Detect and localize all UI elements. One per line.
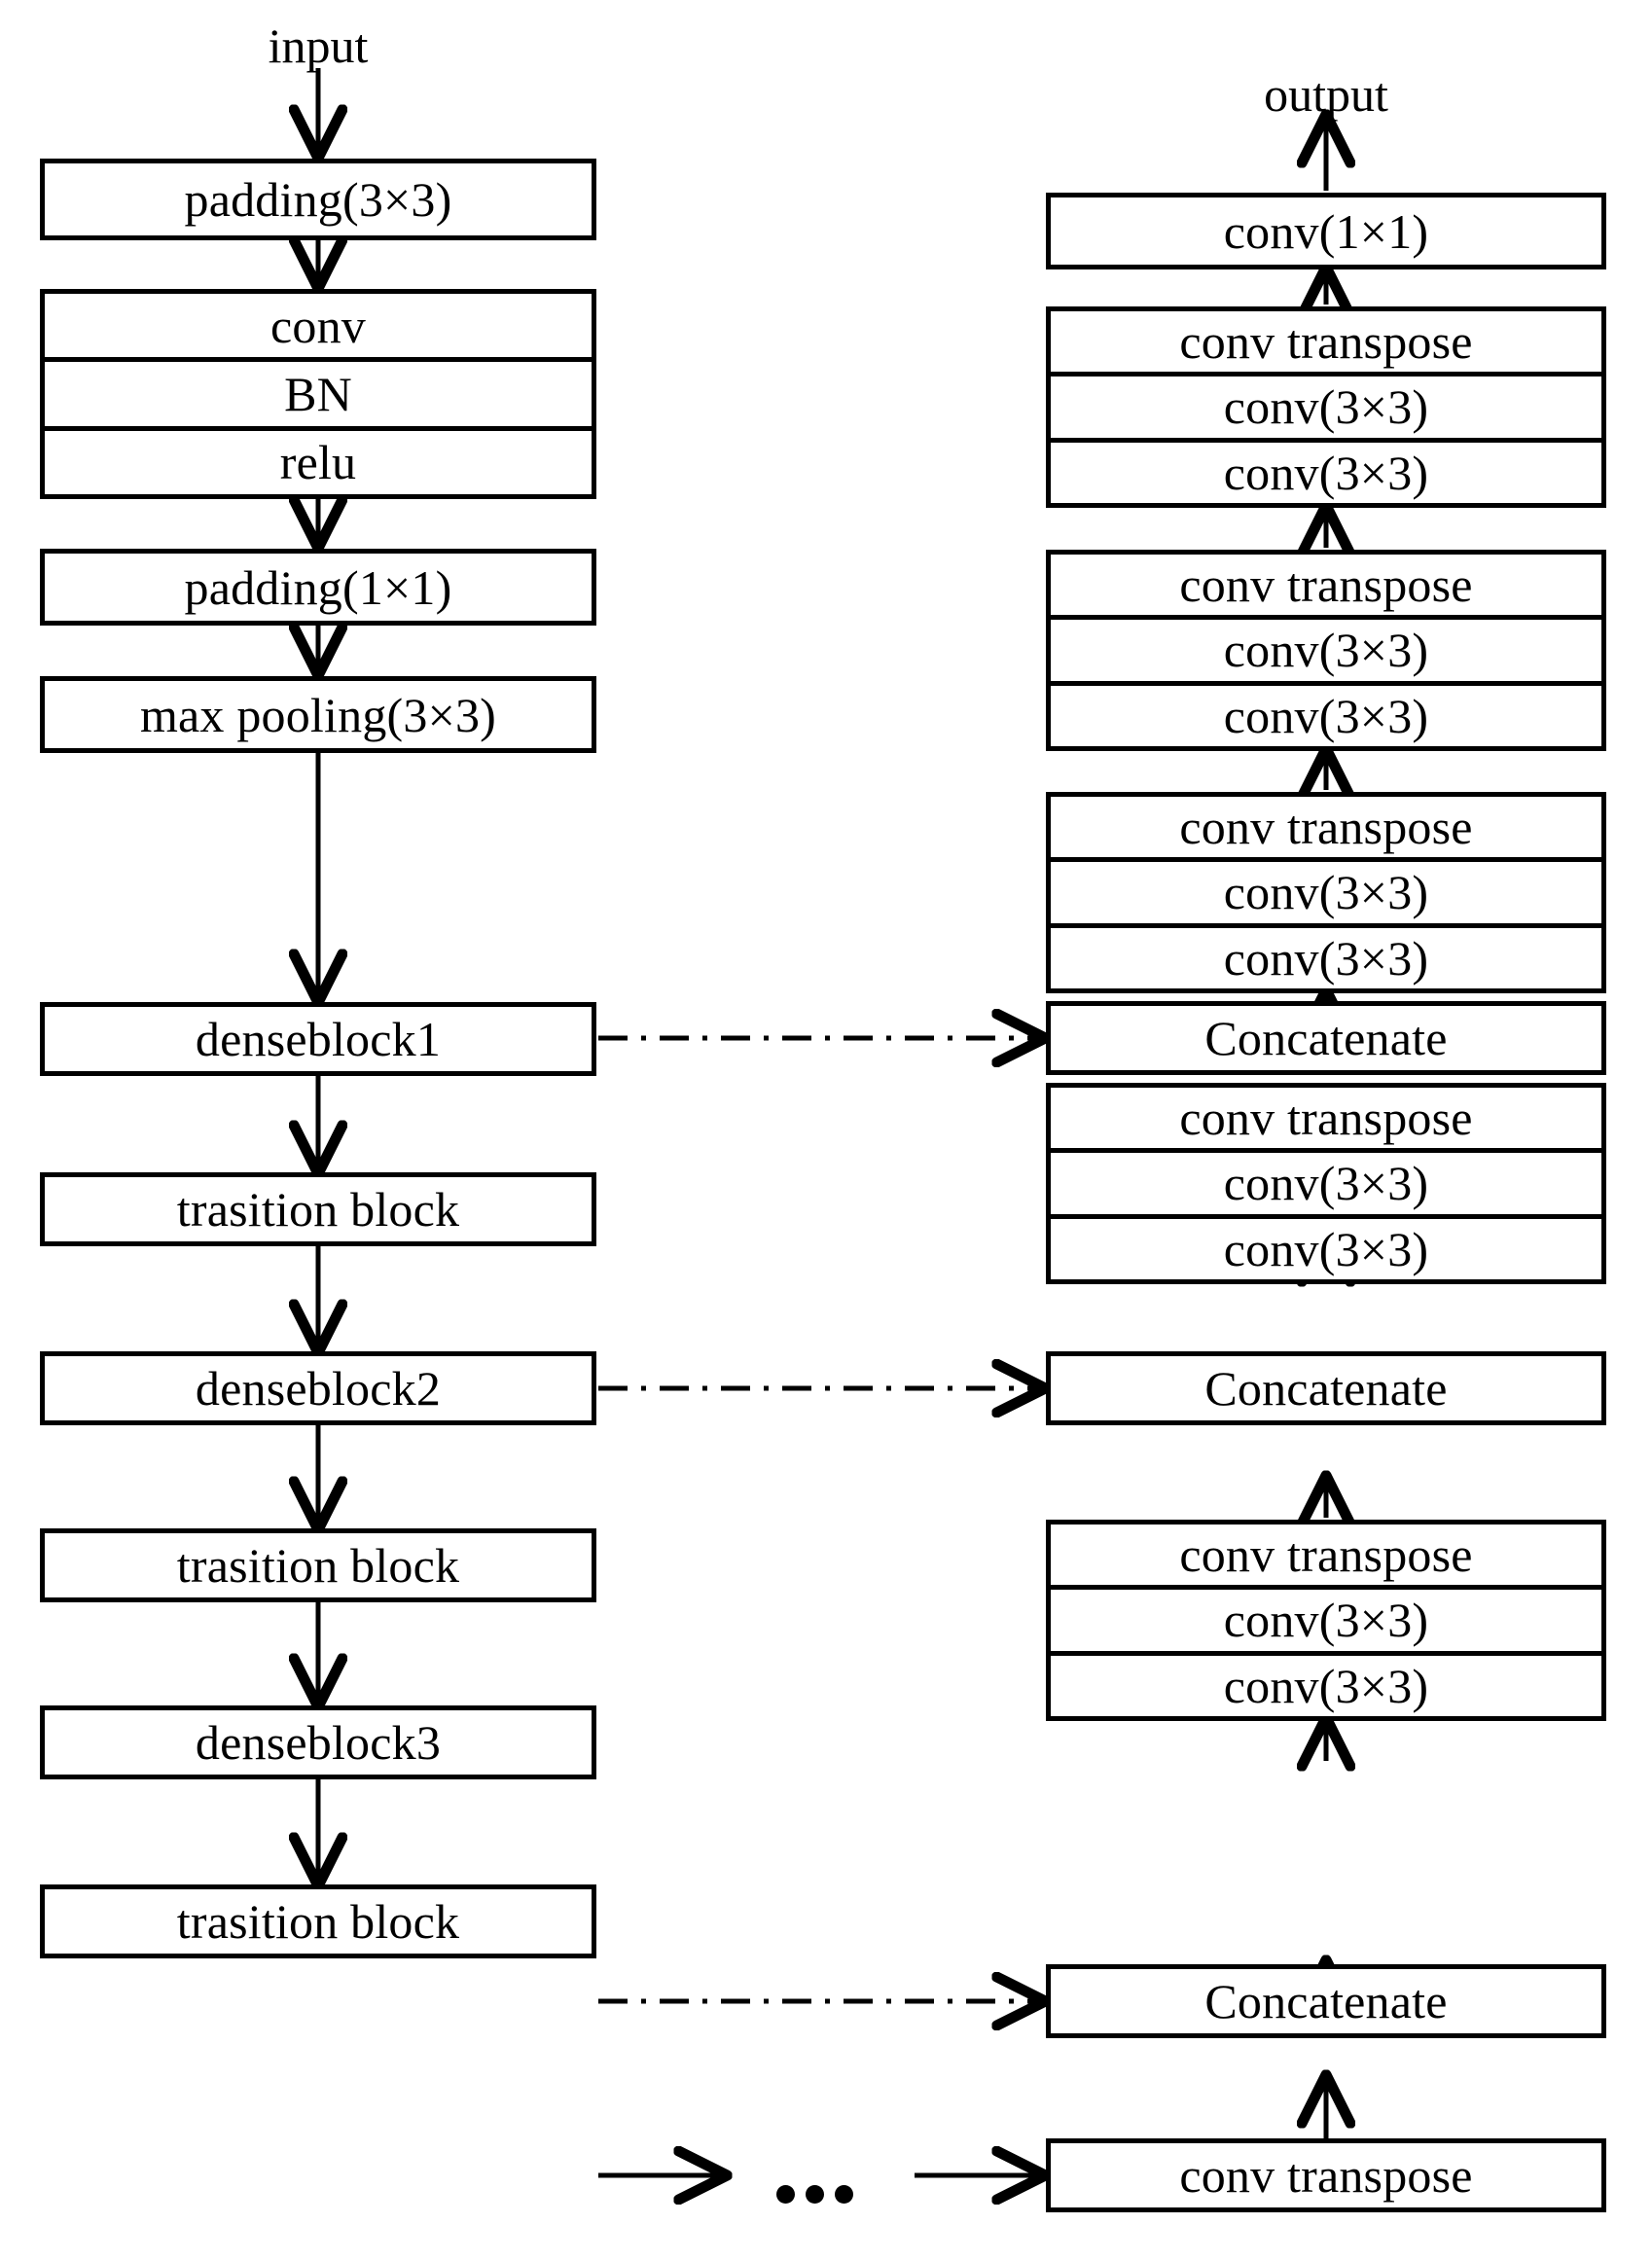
node-label: denseblock3 xyxy=(195,1715,442,1770)
node-trasition-block-3[interactable]: trasition block xyxy=(40,1884,596,1958)
node-concatenate-3[interactable]: Concatenate xyxy=(1046,1964,1606,2038)
node-denseblock1[interactable]: denseblock1 xyxy=(40,1002,596,1076)
sub-node-conv-3x3-a[interactable]: conv(3×3) xyxy=(1051,372,1601,437)
sub-node-conv-transpose[interactable]: conv transpose xyxy=(1051,1088,1601,1148)
dot-2 xyxy=(806,2185,824,2204)
node-label: padding(3×3) xyxy=(184,172,452,227)
node-label: trasition block xyxy=(176,1538,460,1593)
node-denseblock3[interactable]: denseblock3 xyxy=(40,1705,596,1779)
node-padding-3x3[interactable]: padding(3×3) xyxy=(40,159,596,240)
node-label: conv(1×1) xyxy=(1223,203,1429,259)
node-label: Concatenate xyxy=(1204,1011,1448,1065)
node-padding-1x1[interactable]: padding(1×1) xyxy=(40,549,596,626)
node-label: conv transpose xyxy=(1179,1091,1473,1146)
node-concatenate-2[interactable]: Concatenate xyxy=(1046,1351,1606,1425)
node-label: conv transpose xyxy=(1179,557,1473,613)
node-label: conv(3×3) xyxy=(1223,865,1429,920)
node-label: trasition block xyxy=(176,1182,460,1237)
node-label: conv transpose xyxy=(1179,314,1473,370)
input-label: input xyxy=(268,18,369,73)
node-up-block-2[interactable]: conv transpose conv(3×3) conv(3×3) xyxy=(1046,550,1606,751)
continuation-ellipsis-icon xyxy=(776,2185,853,2204)
node-up-block-1[interactable]: conv transpose conv(3×3) conv(3×3) xyxy=(1046,306,1606,508)
sub-node-bn[interactable]: BN xyxy=(45,357,592,425)
node-label: conv(3×3) xyxy=(1223,1658,1429,1713)
dot-1 xyxy=(776,2185,795,2204)
node-conv-1x1[interactable]: conv(1×1) xyxy=(1046,193,1606,269)
dot-3 xyxy=(835,2185,853,2204)
node-conv-transpose-bottom[interactable]: conv transpose xyxy=(1046,2138,1606,2212)
sub-node-conv-3x3-b[interactable]: conv(3×3) xyxy=(1051,437,1601,503)
sub-node-conv-transpose[interactable]: conv transpose xyxy=(1051,797,1601,857)
sub-node-conv-transpose[interactable]: conv transpose xyxy=(1051,311,1601,372)
sub-node-conv[interactable]: conv xyxy=(45,294,592,357)
node-label: denseblock2 xyxy=(195,1361,442,1416)
node-up-block-3[interactable]: conv transpose conv(3×3) conv(3×3) xyxy=(1046,792,1606,993)
node-label: max pooling(3×3) xyxy=(139,687,497,742)
node-max-pooling-3x3[interactable]: max pooling(3×3) xyxy=(40,676,596,753)
sub-node-conv-3x3-a[interactable]: conv(3×3) xyxy=(1051,1148,1601,1213)
node-label: Concatenate xyxy=(1204,1974,1448,2028)
node-label: relu xyxy=(279,435,357,490)
sub-node-conv-3x3-a[interactable]: conv(3×3) xyxy=(1051,857,1601,922)
node-label: denseblock1 xyxy=(195,1012,442,1066)
node-label: conv(3×3) xyxy=(1223,1593,1429,1648)
sub-node-conv-3x3-a[interactable]: conv(3×3) xyxy=(1051,1585,1601,1650)
node-label: conv transpose xyxy=(1179,2148,1473,2203)
node-trasition-block-2[interactable]: trasition block xyxy=(40,1528,596,1602)
node-label: conv(3×3) xyxy=(1223,688,1429,743)
node-label: Concatenate xyxy=(1204,1361,1448,1416)
node-label: conv(3×3) xyxy=(1223,445,1429,500)
node-up-block-4[interactable]: conv transpose conv(3×3) conv(3×3) xyxy=(1046,1083,1606,1284)
output-label: output xyxy=(1264,67,1388,122)
node-concatenate-1[interactable]: Concatenate xyxy=(1046,1001,1606,1075)
sub-node-conv-3x3-b[interactable]: conv(3×3) xyxy=(1051,1213,1601,1279)
node-conv-bn-relu-group[interactable]: conv BN relu xyxy=(40,289,596,499)
sub-node-conv-3x3-b[interactable]: conv(3×3) xyxy=(1051,1650,1601,1716)
skip-connection-lines xyxy=(598,1038,1043,2001)
node-label: conv(3×3) xyxy=(1223,623,1429,678)
node-label: conv transpose xyxy=(1179,1527,1473,1583)
node-label: conv transpose xyxy=(1179,800,1473,855)
sub-node-conv-3x3-b[interactable]: conv(3×3) xyxy=(1051,922,1601,988)
sub-node-conv-3x3-a[interactable]: conv(3×3) xyxy=(1051,615,1601,680)
sub-node-conv-transpose[interactable]: conv transpose xyxy=(1051,555,1601,615)
sub-node-relu[interactable]: relu xyxy=(45,425,592,494)
node-up-block-5[interactable]: conv transpose conv(3×3) conv(3×3) xyxy=(1046,1520,1606,1721)
node-label: conv(3×3) xyxy=(1223,930,1429,986)
node-label: conv(3×3) xyxy=(1223,379,1429,435)
sub-node-conv-3x3-b[interactable]: conv(3×3) xyxy=(1051,680,1601,746)
node-label: trasition block xyxy=(176,1894,460,1949)
node-denseblock2[interactable]: denseblock2 xyxy=(40,1351,596,1425)
node-label: conv(3×3) xyxy=(1223,1221,1429,1276)
node-trasition-block-1[interactable]: trasition block xyxy=(40,1172,596,1246)
node-label: conv xyxy=(270,298,366,353)
node-label: BN xyxy=(284,366,352,421)
node-label: padding(1×1) xyxy=(184,559,452,615)
sub-node-conv-transpose[interactable]: conv transpose xyxy=(1051,1525,1601,1585)
node-label: conv(3×3) xyxy=(1223,1156,1429,1211)
